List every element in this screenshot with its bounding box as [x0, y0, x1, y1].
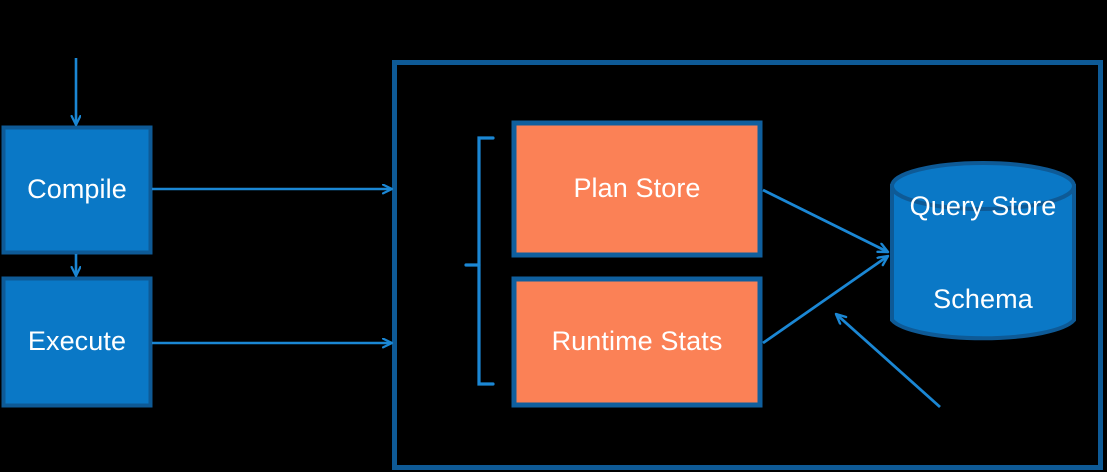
node-runtime-stats-box[interactable]	[511, 276, 763, 408]
node-execute-box[interactable]	[1, 276, 153, 408]
node-plan-store-box[interactable]	[511, 120, 763, 258]
stores-bracket	[464, 136, 495, 386]
connector-plan-store-to-schema	[762, 188, 888, 254]
connector-runtime-stats-to-schema	[762, 256, 888, 345]
query-store-container	[392, 60, 1103, 470]
node-query-store-schema-cylinder[interactable]	[890, 161, 1076, 341]
node-compile-box[interactable]	[1, 125, 153, 255]
connector-external-to-schema	[836, 314, 941, 409]
